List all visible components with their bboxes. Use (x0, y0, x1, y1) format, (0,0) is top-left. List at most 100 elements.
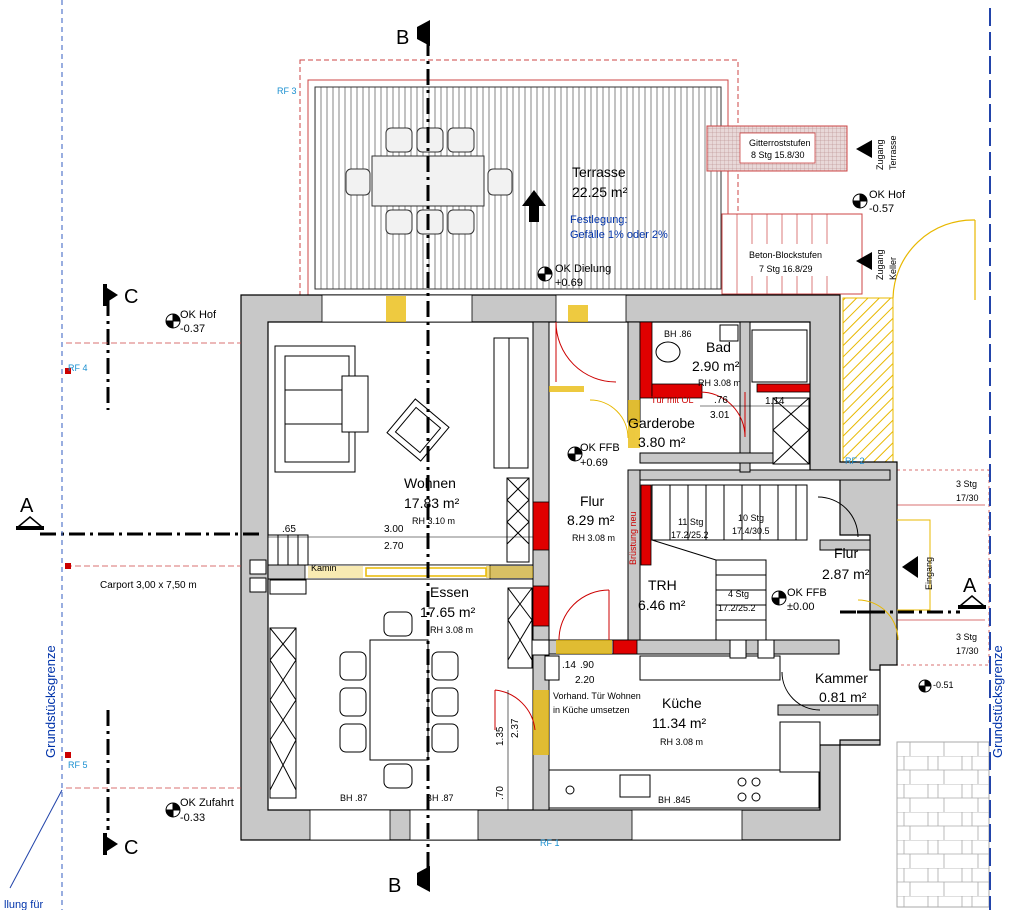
entry-arrow-icon (856, 252, 872, 270)
level-markers (165, 193, 932, 818)
bruestung-label: Brüstung neu (628, 511, 638, 565)
ref-rf3: RF 3 (277, 86, 297, 96)
stair-5-spec: 17/30 (956, 646, 979, 656)
level-ffb1-value: +0.69 (580, 457, 608, 469)
svg-text:B: B (396, 27, 409, 49)
note-line1: Vorhand. Tür Wohnen (553, 691, 641, 701)
level-right-value: -0.51 (933, 680, 954, 690)
section-marker-b-top: B (396, 20, 430, 49)
stair-1-count: 11 Stg (678, 517, 703, 527)
section-marker-c-bottom: C (103, 833, 138, 859)
room-name-kammer: Kammer (815, 670, 868, 686)
room-name-flur: Flur (580, 493, 604, 509)
level-ffb1-label: OK FFB (580, 442, 620, 454)
room-name-wohnen: Wohnen (404, 475, 456, 491)
svg-text:C: C (124, 837, 138, 859)
room-name-bad: Bad (706, 339, 731, 355)
boundary-label-right: Grundstücksgrenze (990, 645, 1005, 758)
room-area-bad: 2.90 m² (692, 358, 740, 374)
room-name-kueche: Küche (662, 695, 702, 711)
armchair (386, 398, 450, 462)
section-marker-a-right: A (957, 575, 987, 609)
cut-note: llung für (4, 899, 43, 910)
room-area-trh: 6.46 m² (638, 597, 686, 613)
svg-text:B: B (388, 875, 401, 897)
dim-090: .90 (580, 660, 594, 671)
svg-text:A: A (20, 495, 34, 517)
dim-076: .76 (714, 395, 728, 406)
stair-4-count: 3 Stg (956, 479, 977, 489)
grate-stairs-spec: 8 Stg 15.8/30 (751, 150, 805, 160)
zugang-terrasse-line1: Zugang (875, 139, 885, 170)
dim-237: 2.37 (510, 718, 521, 738)
dim-bh87a: BH .87 (340, 793, 368, 803)
boundary-lines (9, 0, 991, 910)
level-hof-value: -0.57 (869, 203, 894, 215)
terrace-note-line2: Gefälle 1% oder 2% (570, 229, 668, 241)
room-rh-flur: RH 3.08 m (572, 533, 615, 543)
level-zufahrt-value: -0.33 (180, 812, 205, 824)
stair-2-count: 10 Stg (738, 513, 764, 523)
kitchen-counters (544, 639, 821, 809)
ref-rf2: RF 2 (845, 456, 865, 466)
room-name-terrasse: Terrasse (572, 164, 626, 180)
terrace-note-line1: Festlegung: (570, 214, 627, 226)
room-area-kammer: 0.81 m² (819, 689, 867, 705)
stair-3-count: 4 Stg (728, 589, 749, 599)
dim-014: .14 (562, 660, 576, 671)
dining-table (339, 611, 459, 789)
red-walls (532, 321, 811, 655)
level-dielung-label: OK Dielung (555, 263, 611, 275)
kamin-label: Kamin (311, 563, 337, 573)
bath-fixtures (655, 324, 808, 383)
room-name-flur2: Flur (834, 545, 858, 561)
concrete-stairs (721, 213, 863, 295)
tuer-ol-label: Tür mit OL (651, 395, 694, 405)
living-shelves (493, 337, 530, 563)
level-hof-left-value: -0.37 (180, 323, 205, 335)
ref-rf5: RF 5 (68, 760, 88, 770)
room-rh-bad: RH 3.08 m (698, 378, 741, 388)
room-name-trh: TRH (648, 577, 677, 593)
level-hof-label: OK Hof (869, 189, 906, 201)
ref-rf1: RF 1 (540, 838, 560, 848)
slope-arrow-icon (522, 190, 546, 222)
section-marker-c-top: C (103, 284, 138, 308)
zugang-terrasse-line2: Terrasse (888, 135, 898, 170)
gate-swing (892, 219, 976, 299)
entrance-arrow-icon (902, 556, 918, 578)
room-area-wohnen: 17.83 m² (404, 495, 460, 511)
door-swings (494, 321, 746, 731)
grate-stairs (706, 125, 848, 172)
room-rh-essen: RH 3.08 m (430, 625, 473, 635)
room-name-essen: Essen (430, 584, 469, 600)
room-name-garderobe: Garderobe (628, 415, 695, 431)
room-area-garderobe: 3.80 m² (638, 434, 686, 450)
room-area-kueche: 11.34 m² (652, 715, 707, 731)
room-rh-kueche: RH 3.08 m (660, 737, 703, 747)
main-staircase (651, 484, 808, 641)
wardrobe (772, 397, 810, 465)
level-dielung-value: +0.69 (555, 277, 583, 289)
grate-stairs-label: Gitterroststufen (749, 138, 811, 148)
dim-065: .65 (282, 524, 296, 535)
dim-070: .70 (495, 786, 506, 800)
room-area-flur: 8.29 m² (567, 512, 615, 528)
svg-text:A: A (963, 575, 977, 597)
stair-4-spec: 17/30 (956, 493, 979, 503)
room-rh-wohnen: RH 3.10 m (412, 516, 455, 526)
level-hof-left-label: OK Hof (180, 309, 217, 321)
dim-bh845: BH .845 (658, 795, 691, 805)
section-marker-b-bottom: B (388, 866, 430, 897)
level-zufahrt-label: OK Zufahrt (180, 797, 234, 809)
room-area-essen: 17.65 m² (420, 604, 476, 620)
room-area-terrasse: 22.25 m² (572, 184, 628, 200)
hatched-zone (842, 297, 894, 464)
stair-2-spec: 17.4/30.5 (732, 526, 770, 536)
level-ffb2-label: OK FFB (787, 587, 827, 599)
section-marker-a-left: A (15, 495, 45, 530)
dim-135: 1.35 (495, 726, 506, 746)
dining-cabinets (269, 587, 533, 799)
dim-300: 3.00 (384, 524, 404, 535)
